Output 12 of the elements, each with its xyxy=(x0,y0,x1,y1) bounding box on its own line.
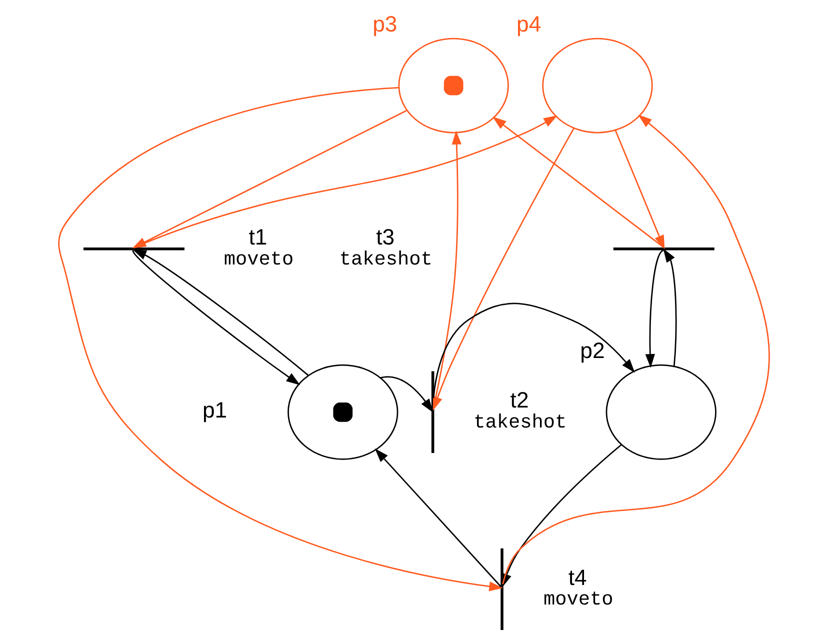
node-label: p2 xyxy=(580,338,604,363)
node-label: p1 xyxy=(202,397,227,422)
node-label: moveto xyxy=(543,588,613,611)
node-label: takeshot xyxy=(338,248,432,270)
node-label: takeshot xyxy=(473,412,566,434)
node-label: t1 xyxy=(248,224,267,250)
node-label: t2 xyxy=(510,388,528,413)
node-label: moveto xyxy=(223,248,294,270)
node-label: t4 xyxy=(568,564,586,590)
node-label: p4 xyxy=(516,11,541,36)
node-label: p3 xyxy=(372,11,397,36)
node-label: t3 xyxy=(376,224,394,250)
